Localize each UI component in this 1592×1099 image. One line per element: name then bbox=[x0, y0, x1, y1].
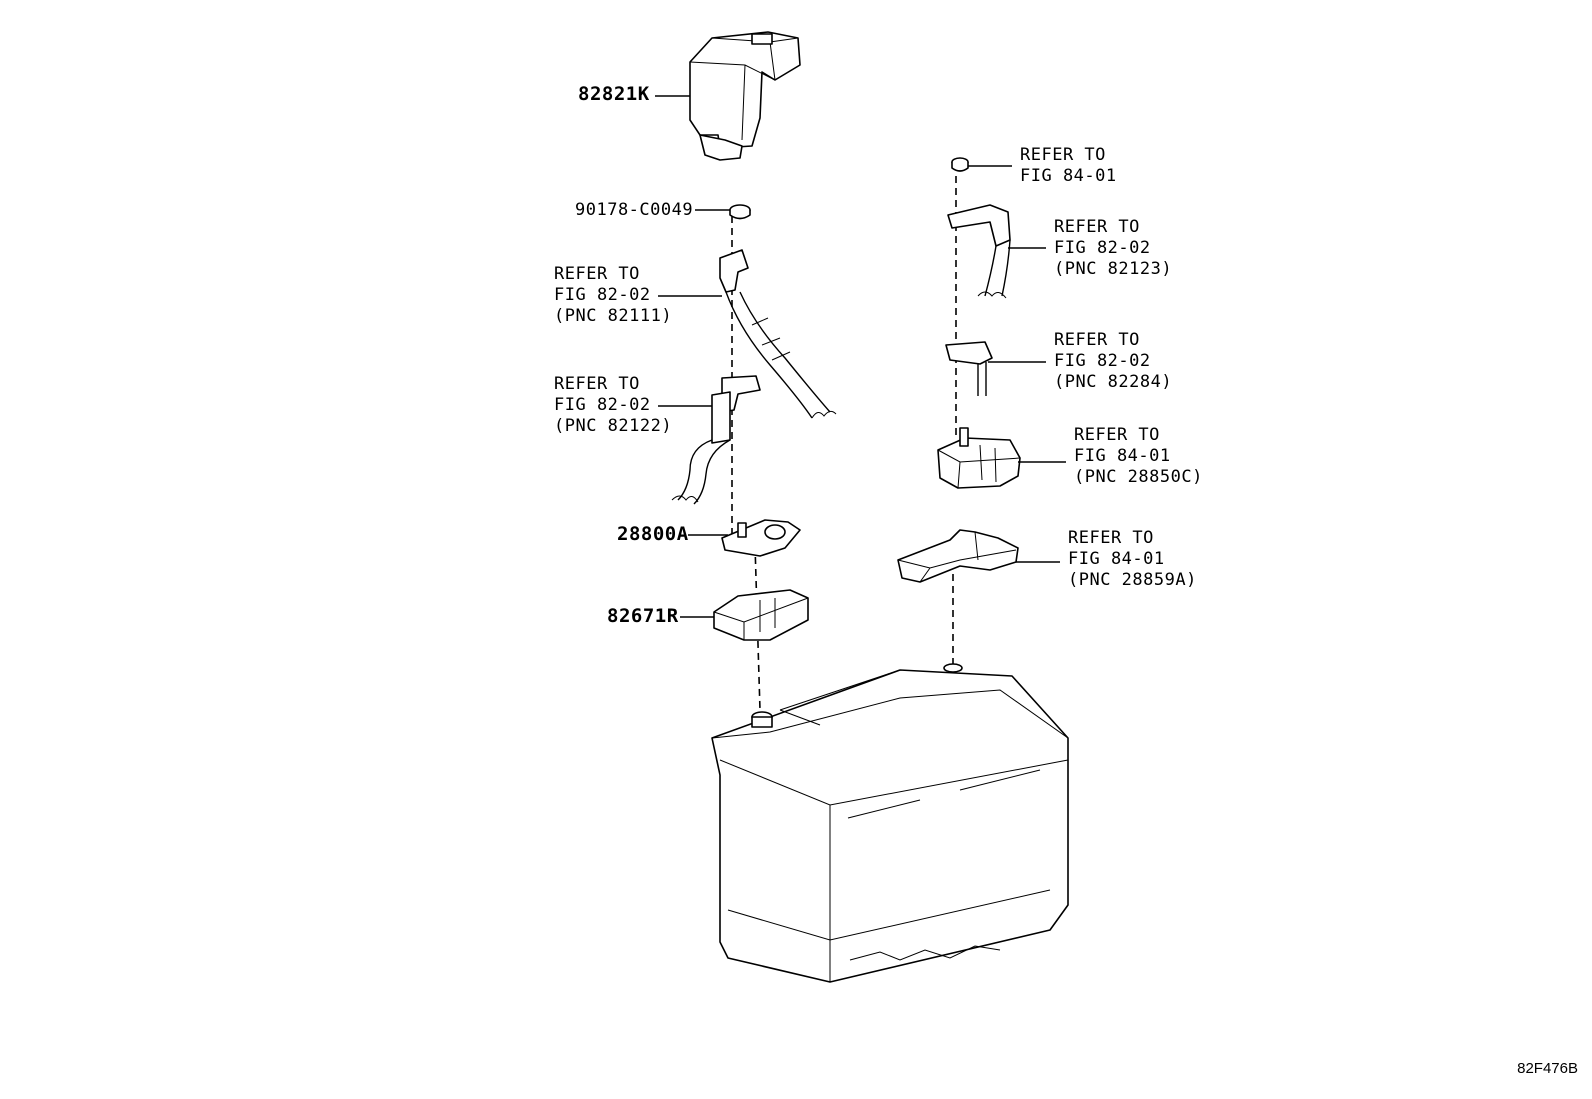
ref-line: FIG 84-01 bbox=[1074, 446, 1171, 466]
ref-line: (PNC 82123) bbox=[1054, 259, 1173, 279]
ref-line: (PNC 82122) bbox=[554, 416, 673, 436]
ref-line: FIG 84-01 bbox=[1020, 166, 1117, 186]
reference-pnc-82122: REFER TO FIG 82-02 (PNC 82122) bbox=[554, 374, 672, 437]
ref-line: REFER TO bbox=[1054, 330, 1140, 350]
nut-right bbox=[951, 157, 969, 172]
ref-line: FIG 84-01 bbox=[1068, 549, 1165, 569]
battery bbox=[711, 663, 1069, 983]
terminal-clamp-28800a bbox=[721, 519, 801, 557]
ref-line: (PNC 82111) bbox=[554, 306, 673, 326]
ref-line: REFER TO bbox=[1068, 528, 1154, 548]
part-number-82671r: 82671R bbox=[607, 605, 679, 627]
terminal-cover-82821k bbox=[689, 31, 801, 161]
reference-nut-fig-84-01: REFER TO FIG 84-01 bbox=[1020, 145, 1117, 187]
cable-pnc-82122 bbox=[671, 375, 761, 505]
reference-pnc-28859a: REFER TO FIG 84-01 (PNC 28859A) bbox=[1068, 528, 1197, 591]
reference-pnc-28850c: REFER TO FIG 84-01 (PNC 28850C) bbox=[1074, 425, 1203, 488]
part-number-90178-c0049: 90178-C0049 bbox=[575, 200, 694, 220]
cable-pnc-82123 bbox=[947, 204, 1011, 299]
nut-90178-c0049 bbox=[729, 204, 751, 220]
right-assembly-axis bbox=[952, 176, 957, 665]
ref-line: (PNC 82284) bbox=[1054, 372, 1173, 392]
reference-pnc-82284: REFER TO FIG 82-02 (PNC 82284) bbox=[1054, 330, 1172, 393]
ref-line: FIG 82-02 bbox=[554, 395, 651, 415]
reference-pnc-82111: REFER TO FIG 82-02 (PNC 82111) bbox=[554, 264, 672, 327]
cable-pnc-82284 bbox=[945, 341, 993, 396]
ref-line: REFER TO bbox=[1074, 425, 1160, 445]
cover-pnc-28859a bbox=[897, 529, 1019, 583]
ref-line: REFER TO bbox=[554, 374, 640, 394]
figure-code: 82F476B bbox=[1517, 1060, 1578, 1077]
ref-line: (PNC 28850C) bbox=[1074, 467, 1203, 487]
ref-line: FIG 82-02 bbox=[1054, 351, 1151, 371]
ref-line: (PNC 28859A) bbox=[1068, 570, 1197, 590]
ref-line: REFER TO bbox=[1054, 217, 1140, 237]
ref-line: REFER TO bbox=[1020, 145, 1106, 165]
fuse-block-pnc-28850c bbox=[937, 427, 1021, 489]
reference-pnc-82123: REFER TO FIG 82-02 (PNC 82123) bbox=[1054, 217, 1172, 280]
ref-line: FIG 82-02 bbox=[554, 285, 651, 305]
part-number-82821k: 82821K bbox=[578, 83, 650, 105]
part-number-28800a: 28800A bbox=[617, 523, 689, 545]
cable-pnc-82111 bbox=[719, 249, 837, 419]
ref-line: FIG 82-02 bbox=[1054, 238, 1151, 258]
ref-line: REFER TO bbox=[554, 264, 640, 284]
holder-82671r bbox=[713, 589, 809, 641]
